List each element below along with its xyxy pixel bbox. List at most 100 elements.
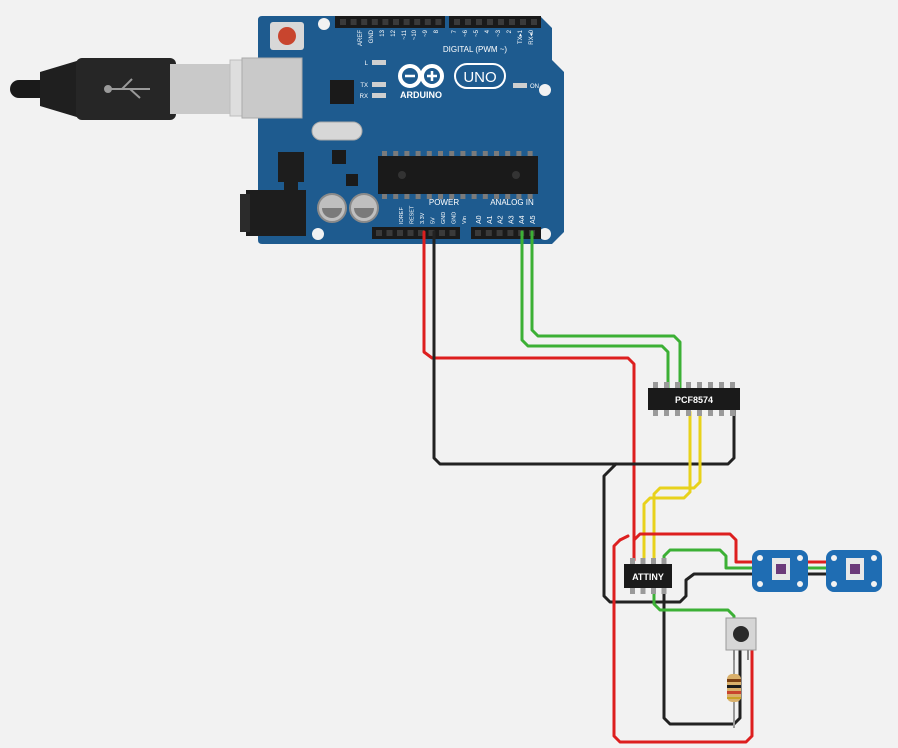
wire-gnd-attiny[interactable] bbox=[602, 462, 758, 604]
chip-pin bbox=[675, 382, 680, 389]
header-socket[interactable] bbox=[509, 19, 515, 25]
reset-button[interactable] bbox=[270, 22, 304, 50]
header-socket[interactable] bbox=[454, 19, 460, 25]
digital-pin-label: ~9 bbox=[423, 29, 429, 37]
header-socket[interactable] bbox=[439, 230, 445, 236]
wire-scl[interactable] bbox=[530, 230, 682, 392]
header-socket[interactable] bbox=[403, 19, 410, 25]
attiny-chip[interactable]: ATTINY bbox=[624, 558, 672, 594]
wire-5v-button[interactable] bbox=[612, 538, 754, 744]
header-socket[interactable] bbox=[507, 230, 514, 236]
attiny-label: ATTINY bbox=[632, 572, 664, 582]
power-led: ON bbox=[513, 83, 539, 90]
header-socket[interactable] bbox=[414, 19, 421, 25]
led bbox=[372, 93, 386, 98]
usb-jack bbox=[241, 57, 303, 119]
chip-pin bbox=[505, 194, 511, 199]
wire-sda[interactable] bbox=[520, 230, 670, 392]
chip-pin bbox=[730, 409, 735, 416]
wire-gnd[interactable] bbox=[432, 230, 736, 466]
mount-hole bbox=[539, 84, 551, 96]
header-socket[interactable] bbox=[397, 230, 403, 236]
wire-gnd-button[interactable] bbox=[662, 590, 742, 726]
led-label: RX bbox=[360, 94, 368, 100]
power-pin-label: Vin bbox=[462, 216, 468, 224]
power-pin-label: 3.3V bbox=[420, 212, 426, 224]
digital-pin-label: 13 bbox=[380, 29, 386, 36]
wire-button-signal[interactable] bbox=[652, 590, 736, 624]
usb-symbol-icon bbox=[104, 78, 150, 99]
small-ic bbox=[332, 150, 346, 164]
wire-signal-2[interactable] bbox=[652, 410, 702, 564]
chip-pin bbox=[460, 151, 466, 156]
header-socket[interactable] bbox=[475, 230, 481, 236]
resistor[interactable] bbox=[727, 660, 741, 728]
chip-pin bbox=[393, 194, 399, 199]
header-socket[interactable] bbox=[418, 230, 424, 236]
header-socket[interactable] bbox=[531, 19, 537, 25]
digital-pin-label: TX▸1 bbox=[518, 29, 524, 44]
wire-5v-leds[interactable] bbox=[632, 532, 758, 564]
chip-pin bbox=[640, 587, 646, 594]
chip-pin bbox=[697, 382, 702, 389]
header-socket[interactable] bbox=[376, 230, 382, 236]
voltage-regulator bbox=[278, 152, 304, 190]
model-badge bbox=[454, 63, 506, 89]
header-socket[interactable] bbox=[393, 19, 399, 25]
wire-5v[interactable] bbox=[422, 230, 636, 562]
digital-pin-label: 12 bbox=[391, 29, 397, 36]
atmega-pins bbox=[382, 151, 533, 199]
pcf8574-chip[interactable]: PCF8574 bbox=[648, 382, 740, 416]
header-socket[interactable] bbox=[382, 19, 389, 25]
chip-pin bbox=[471, 151, 477, 156]
chip-pin bbox=[415, 194, 421, 199]
header-socket[interactable] bbox=[435, 19, 442, 25]
header-socket[interactable] bbox=[485, 230, 492, 236]
power-pin-label: RESET bbox=[410, 205, 416, 224]
header-socket[interactable] bbox=[371, 19, 378, 25]
header-socket[interactable] bbox=[386, 230, 393, 236]
wire-5v-join[interactable] bbox=[618, 534, 630, 542]
wire-led-data[interactable] bbox=[662, 548, 758, 570]
analog-pin-label: A0 bbox=[476, 215, 483, 224]
pcf8574-pins bbox=[653, 382, 735, 416]
header-socket[interactable] bbox=[361, 19, 368, 25]
chip-pin bbox=[494, 151, 499, 156]
chip-pin bbox=[438, 151, 443, 156]
neopixel-led-2[interactable] bbox=[826, 550, 882, 592]
header-socket[interactable] bbox=[498, 19, 504, 25]
atmega-chip bbox=[378, 156, 538, 194]
chip-pin bbox=[460, 194, 466, 199]
header-socket[interactable] bbox=[340, 19, 346, 25]
chip-pin bbox=[630, 558, 635, 565]
header-socket[interactable] bbox=[487, 19, 493, 25]
analog-pin-label: A5 bbox=[530, 215, 537, 224]
attiny-pins bbox=[630, 558, 667, 594]
crystal-oscillator bbox=[311, 121, 363, 141]
usb-controller-chip bbox=[330, 80, 354, 104]
header-socket[interactable] bbox=[407, 230, 414, 236]
power-pin-label: GND bbox=[441, 212, 447, 224]
pushbutton[interactable] bbox=[725, 617, 757, 660]
header-socket[interactable] bbox=[428, 230, 435, 236]
led bbox=[372, 60, 386, 65]
header-socket[interactable] bbox=[350, 19, 357, 25]
header-socket[interactable] bbox=[520, 19, 526, 25]
header-socket[interactable] bbox=[465, 19, 471, 25]
chip-pin bbox=[516, 151, 522, 156]
header-socket[interactable] bbox=[449, 230, 456, 236]
digital-pin-label: ~5 bbox=[474, 29, 480, 37]
header-socket[interactable] bbox=[424, 19, 431, 25]
neopixel-led-1[interactable] bbox=[752, 550, 808, 592]
header-socket[interactable] bbox=[476, 19, 482, 25]
chip-pin bbox=[404, 194, 410, 199]
wire-signal-1[interactable] bbox=[642, 410, 692, 564]
power-header[interactable] bbox=[372, 227, 460, 239]
chip-pin bbox=[471, 194, 477, 199]
mount-hole bbox=[312, 228, 324, 240]
chip-pin bbox=[426, 194, 432, 199]
header-socket[interactable] bbox=[496, 230, 503, 236]
